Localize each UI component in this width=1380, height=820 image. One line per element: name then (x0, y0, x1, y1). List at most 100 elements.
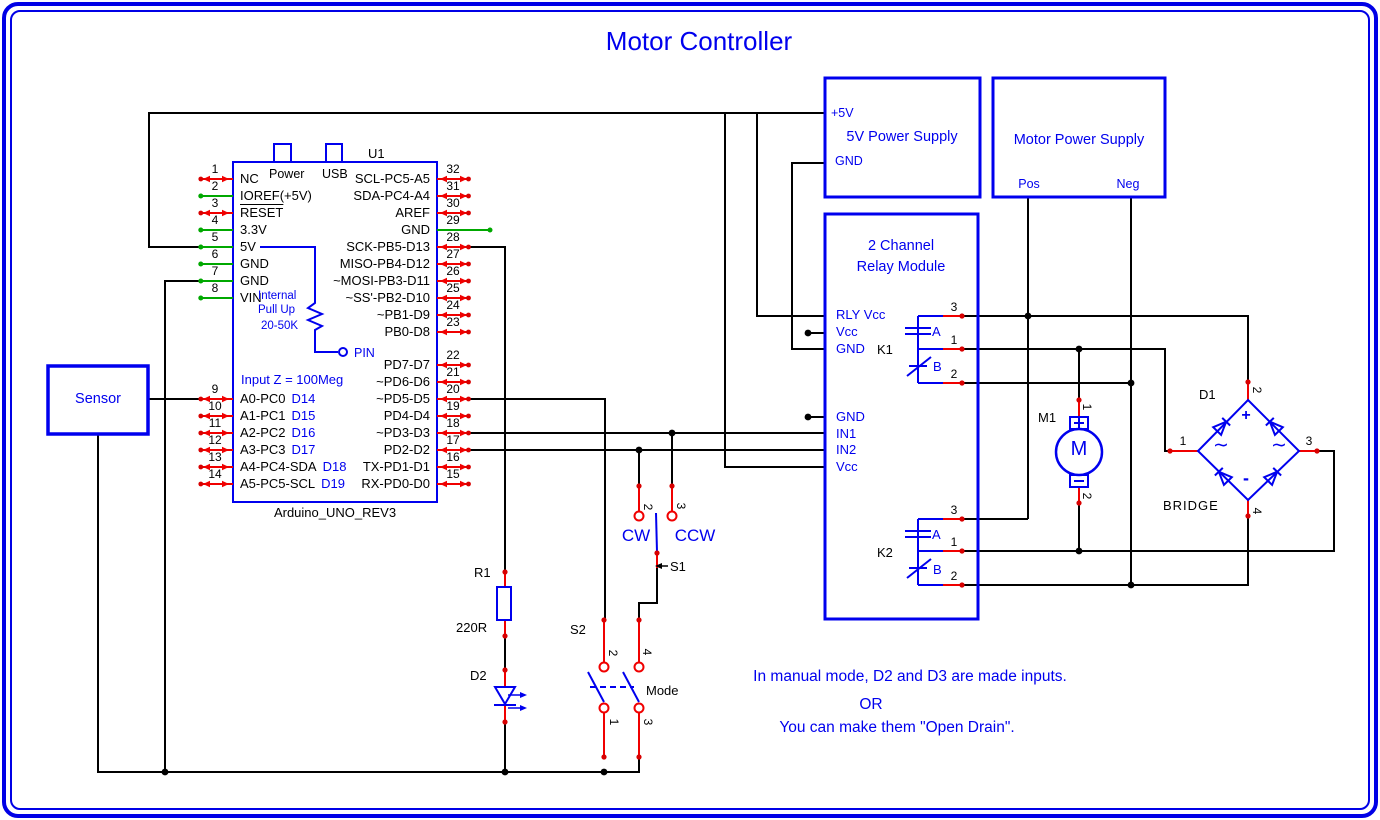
pin-name: GND (240, 273, 269, 288)
pin-number: 3 (950, 300, 958, 314)
bridge-ac-mark-left: ∼ (1213, 435, 1229, 456)
pin-number: 26 (446, 264, 460, 278)
pin-name: MISO-PB4-D12 (339, 256, 430, 271)
psu5-plus-pin: +5V (831, 106, 854, 120)
psu-motor-title: Motor Power Supply (1013, 132, 1145, 148)
pin-name: VIN (240, 290, 262, 305)
pin-name: ~PD5-D5 (376, 391, 430, 406)
pin-number: 25 (446, 281, 460, 295)
pin-number: 4 (1250, 507, 1264, 515)
note-line-2: OR (859, 696, 883, 713)
pin-number: 24 (446, 298, 460, 312)
pin-name: ~PD3-D3 (376, 425, 430, 440)
psu5-box (823, 76, 982, 199)
pin-number: 1 (211, 162, 219, 176)
pin-number: 3 (674, 502, 688, 510)
pin-number: 6 (211, 247, 219, 261)
relay-pin-in1: IN1 (836, 426, 857, 441)
pin-number: 15 (446, 467, 460, 481)
relay-k2-contact-a: A (932, 527, 941, 542)
arduino-footer: Arduino_UNO_REV3 (273, 505, 397, 520)
pin-number: 16 (446, 450, 460, 464)
pullup-label-1: Internal (258, 290, 297, 302)
pin-number: 29 (446, 213, 460, 227)
sensor-label: Sensor (75, 391, 121, 407)
relay-pin-gnd2: GND (836, 409, 865, 424)
pin-name: AREF (395, 205, 430, 220)
relay-title-2: Relay Module (856, 259, 946, 275)
pin-number: 17 (446, 433, 460, 447)
pin-number: 2 (641, 503, 655, 511)
s1-lever (655, 512, 658, 553)
bridge-minus-mark: - (1243, 468, 1249, 488)
pin-number: 22 (446, 348, 460, 362)
ccw-label: CCW (674, 526, 716, 545)
pullup-value: 20-50K (261, 320, 299, 332)
relay-k1-contact-b: B (933, 359, 942, 374)
pin-name: SDA-PC4-A4 (353, 188, 430, 203)
cw-label: CW (621, 526, 651, 545)
pin-name: ~MOSI-PB3-D11 (333, 273, 430, 288)
pin-name: TX-PD1-D1 (362, 459, 430, 474)
pullup-wire (260, 246, 338, 353)
pin-number: 2 (950, 367, 958, 381)
pin-number: 5 (211, 230, 219, 244)
pin-name: IOREF(+5V) (240, 188, 312, 203)
relay-k1-symbol (905, 315, 943, 384)
relay-pin-gnd: GND (836, 341, 865, 356)
usb-connector (325, 143, 343, 163)
wire-net-red (504, 315, 1317, 757)
pin-name: NC (240, 171, 259, 186)
usb-connector-label: USB (322, 167, 348, 181)
psu-motor-box (991, 76, 1167, 199)
pin-number: 27 (446, 247, 460, 261)
pin-name: PD4-D4 (383, 408, 430, 423)
bridge-ref: D1 (1199, 387, 1216, 402)
pin-number: 28 (446, 230, 460, 244)
pin-number: 2 (950, 569, 958, 583)
pin-name: ~SS'-PB2-D10 (345, 290, 431, 305)
pin-number: 23 (446, 315, 460, 329)
pin-number: 12 (208, 433, 222, 447)
psu-motor-pos-pin: Pos (1018, 177, 1040, 191)
pin-name: RESET (240, 205, 284, 220)
pin-number: 3 (1305, 434, 1313, 448)
mode-label: Mode (646, 683, 679, 698)
pin-name: PD7-D7 (383, 357, 430, 372)
pin-number: 10 (208, 399, 222, 413)
pin-number: 13 (208, 450, 222, 464)
relay-pin-rlyvcc: RLY Vcc (836, 307, 886, 322)
arduino-ref: U1 (368, 146, 385, 161)
bridge-label: BRIDGE (1163, 498, 1219, 513)
pin-number: 21 (446, 365, 460, 379)
pin-number: 1 (607, 718, 621, 726)
pin-name: RX-PD0-D0 (361, 476, 430, 491)
junction-dots (161, 312, 1135, 776)
pin-number: 2 (1250, 386, 1264, 394)
psu5-title: 5V Power Supply (846, 129, 958, 145)
pin-terminal-label: PIN (354, 346, 375, 360)
pin-name: PD2-D2 (383, 442, 430, 457)
relay-k2-symbol (905, 518, 943, 586)
pin-number: 1 (1179, 434, 1187, 448)
relay-pin-in2: IN2 (836, 442, 857, 457)
resistor-r1 (496, 586, 512, 621)
motor-ref: M1 (1038, 410, 1057, 425)
pin-name: GND (401, 222, 430, 237)
pin-number: 3 (211, 196, 219, 210)
pin-terminal-circle (338, 347, 348, 357)
red-node-dots (502, 313, 1320, 760)
pin-name: GND (240, 256, 269, 271)
pin-number: 2 (211, 179, 219, 193)
pin-number: 18 (446, 416, 460, 430)
pin-name: 5V (240, 239, 256, 254)
relay-module-box (823, 212, 980, 621)
pin-number: 31 (446, 179, 460, 193)
